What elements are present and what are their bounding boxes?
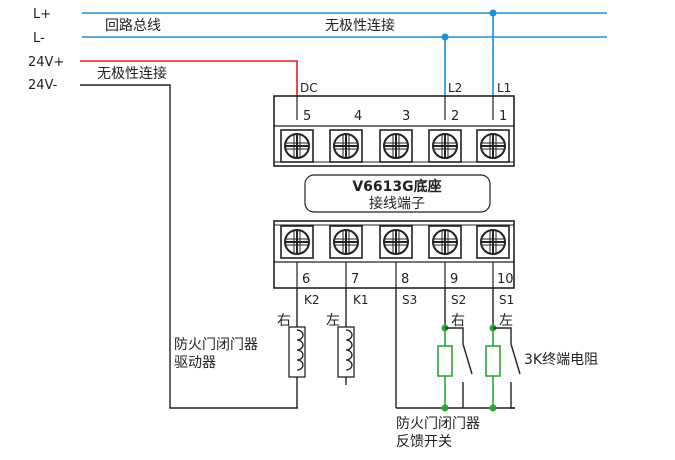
l-minus-label: L-	[33, 31, 45, 46]
s2-label: S2	[451, 293, 466, 307]
terminal-8-screw-icon[interactable]	[379, 225, 413, 259]
top-terminal-block: DC L2 L1 5 4 3 2 1	[273, 81, 515, 167]
terminal-9-number: 9	[450, 272, 458, 287]
v-plus-label: 24V+	[28, 55, 64, 70]
terminal-6-number: 6	[302, 272, 310, 287]
terminal-4-number: 4	[354, 109, 362, 124]
terminal-1-number: 1	[499, 109, 507, 124]
bottom-terminal-block: 6 7 8 9 10	[273, 220, 515, 289]
resistor-label: 3K终端电阻	[524, 352, 598, 368]
feedback-section: 右 左 3K终端电阻 防火门闭门器 反馈开关	[396, 313, 598, 450]
terminal-2-label: L2	[448, 81, 462, 95]
s2-bottom-dot	[441, 404, 449, 412]
bus-section: L+ L- 回路总线 无极性连接	[33, 7, 607, 120]
terminal-3-number: 3	[402, 109, 410, 124]
switch-right-icon	[462, 343, 473, 375]
driver-right-label: 右	[277, 313, 291, 329]
resistor-left-icon	[485, 345, 501, 377]
base-title-line1: V6613G底座	[352, 178, 441, 195]
v-minus-label: 24V-	[28, 78, 58, 93]
l1-junction-dot	[489, 9, 497, 17]
terminal-7-number: 7	[351, 272, 359, 287]
terminal-8-number: 8	[401, 272, 409, 287]
s1-bottom-dot	[489, 404, 497, 412]
terminal-2-number: 2	[451, 109, 459, 124]
feedback-right-label: 右	[451, 313, 465, 329]
terminal-5-number: 5	[303, 109, 311, 124]
terminal-1-label: L1	[497, 81, 511, 95]
s1-label: S1	[499, 293, 514, 307]
resistor-right-icon	[437, 345, 453, 377]
terminal-5-label: DC	[300, 81, 318, 95]
loop-bus-label: 回路总线	[105, 18, 161, 34]
power-section: 24V+ 24V- 无极性连接	[28, 55, 298, 409]
terminal-10-screw-icon[interactable]	[476, 225, 510, 259]
base-title-line2: 接线端子	[369, 195, 425, 212]
driver-section: 右 左 防火门闭门器 驱动器	[174, 313, 355, 378]
terminal-10-number: 10	[497, 272, 514, 287]
feedback-label-line2: 反馈开关	[396, 434, 452, 450]
terminal-4-screw-icon[interactable]	[329, 129, 363, 163]
terminal-3-screw-icon[interactable]	[379, 129, 413, 163]
terminal-7-screw-icon[interactable]	[329, 225, 363, 259]
feedback-label-line1: 防火门闭门器	[396, 416, 480, 432]
driver-label-line2: 驱动器	[174, 355, 216, 371]
terminal-1-screw-icon[interactable]	[476, 129, 510, 163]
base-label-box: V6613G底座 接线端子	[304, 174, 491, 213]
bus-nonpolar-label: 无极性连接	[325, 17, 395, 34]
v-minus-wire	[80, 84, 298, 409]
l-plus-label: L+	[33, 7, 51, 22]
switch-left-icon	[510, 343, 521, 375]
terminal-5-screw-icon[interactable]	[280, 129, 314, 163]
driver-left-label: 左	[326, 313, 340, 329]
driver-label-line1: 防火门闭门器	[174, 337, 258, 353]
s3-label: S3	[402, 293, 417, 307]
feedback-left-label: 左	[499, 313, 513, 329]
l2-junction-dot	[441, 33, 449, 41]
terminal-6-screw-icon[interactable]	[280, 225, 314, 259]
terminal-9-screw-icon[interactable]	[428, 225, 462, 259]
power-nonpolar-label: 无极性连接	[97, 65, 167, 82]
k1-label: K1	[353, 293, 369, 307]
k2-label: K2	[304, 293, 320, 307]
terminal-2-screw-icon[interactable]	[428, 129, 462, 163]
